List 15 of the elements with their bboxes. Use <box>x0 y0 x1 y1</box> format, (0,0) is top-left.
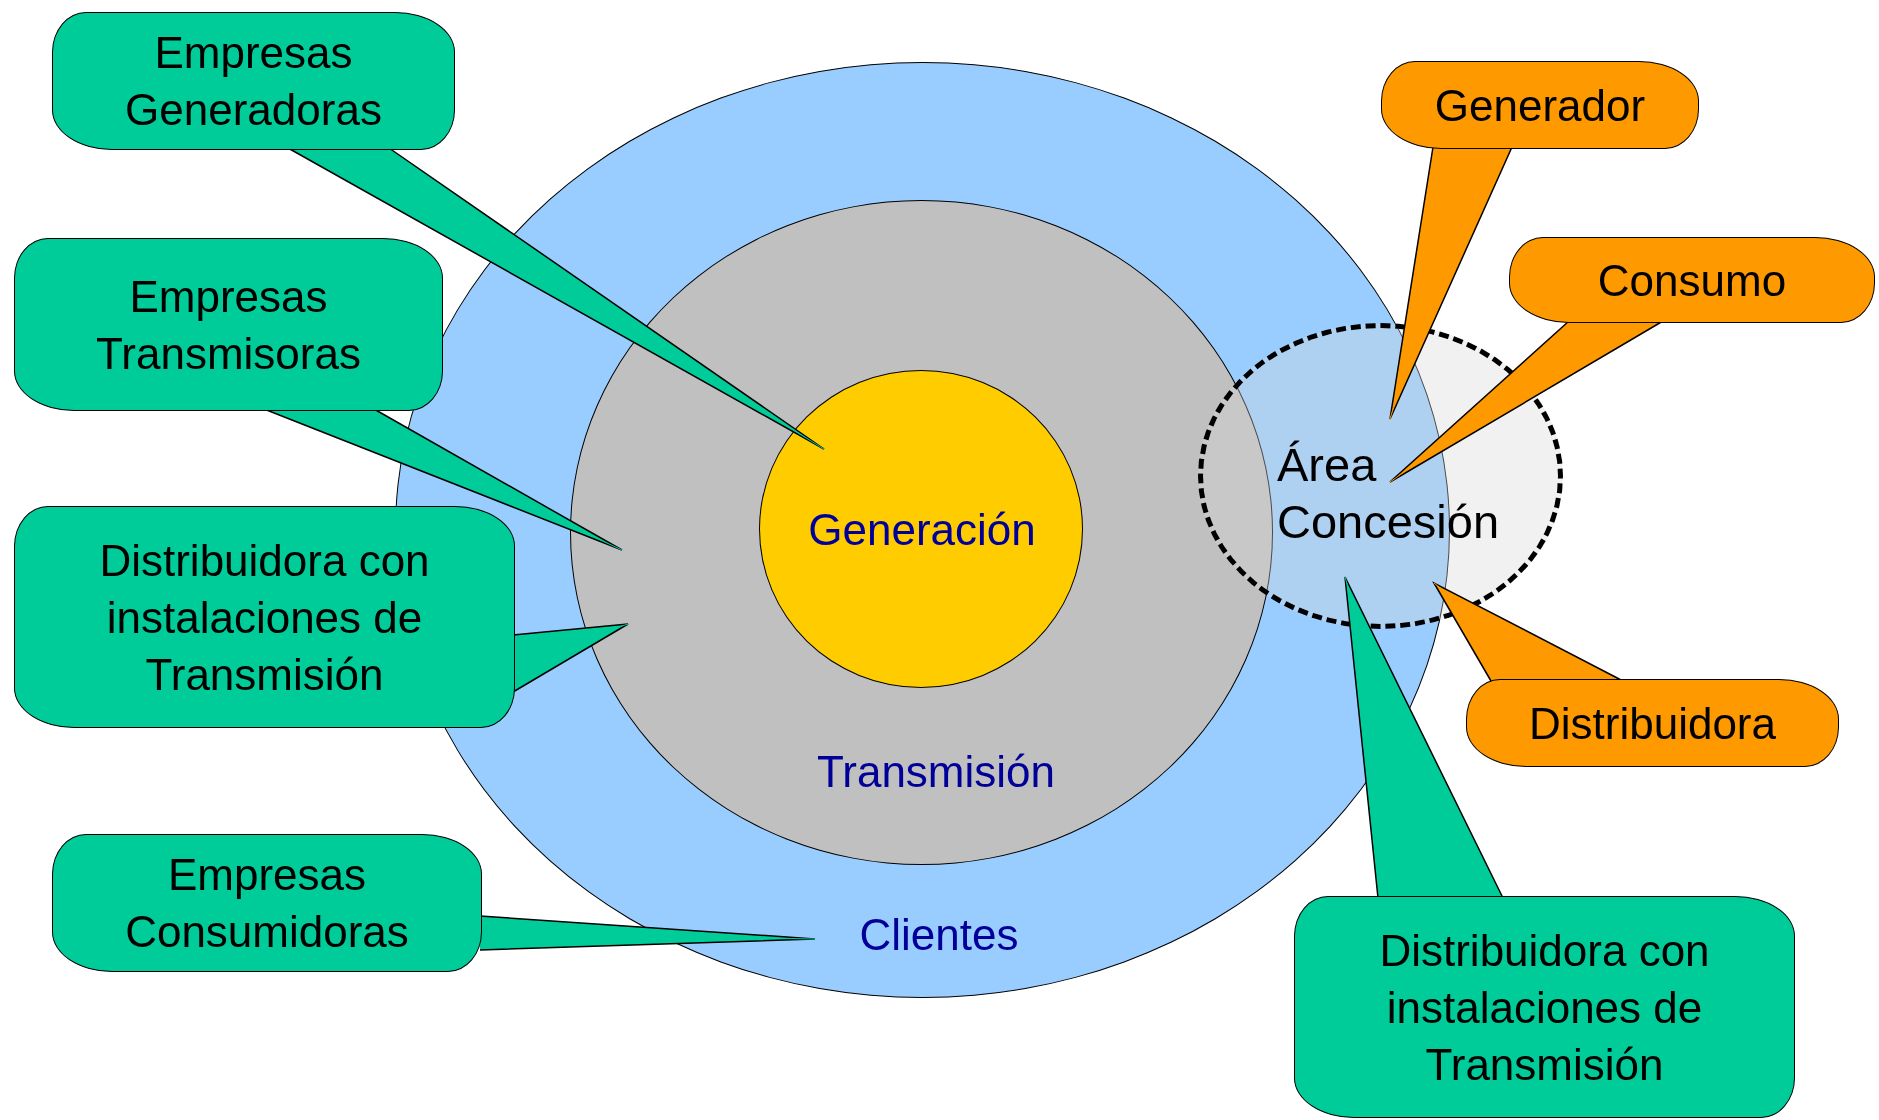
callout-bubble <box>52 834 482 972</box>
region-label: Área Concesión <box>1277 437 1501 550</box>
callout-text: Consumo <box>1597 254 1787 307</box>
region-label: Clientes <box>859 910 1019 960</box>
region-label: Generación <box>808 505 1036 555</box>
callout-text: Empresas Consumidoras <box>124 849 410 958</box>
callout-text: Distribuidora <box>1529 697 1776 750</box>
callout-bubble <box>14 238 443 411</box>
callout-text: Generador <box>1434 79 1646 132</box>
callout-text: Empresas Generadoras <box>124 27 383 136</box>
region-label: Transmisión <box>817 747 1055 797</box>
callout-text: Distribuidora con instalaciones de Transmisión <box>98 534 431 701</box>
callout-text: Empresas Transmisoras <box>95 270 362 380</box>
callout-text: Distribuidora con instalaciones de Transmisión <box>1378 924 1711 1091</box>
callout-bubble <box>52 12 455 150</box>
